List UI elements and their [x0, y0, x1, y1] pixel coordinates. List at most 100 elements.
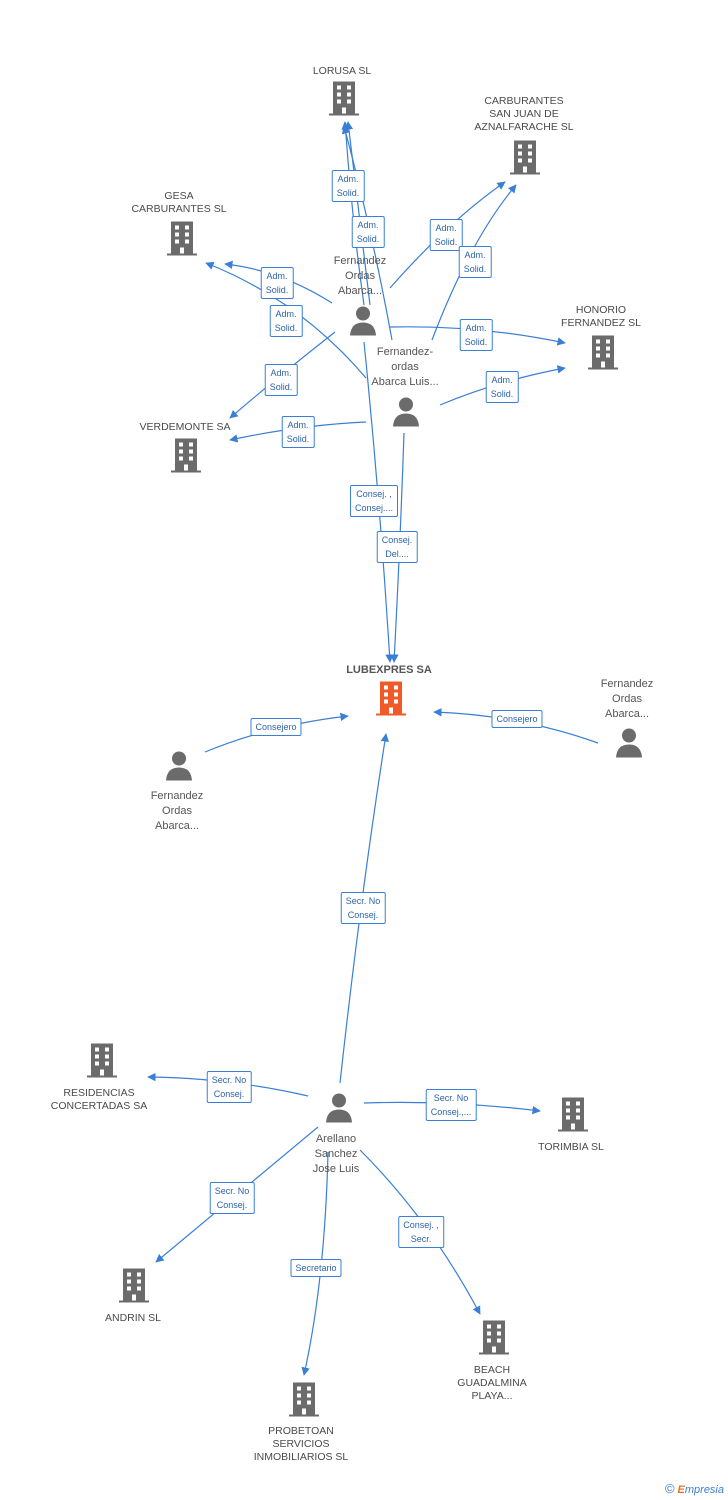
- company-label-line: FERNANDEZ SL: [561, 317, 641, 329]
- company-label-torimbia[interactable]: TORIMBIA SL: [538, 1141, 604, 1153]
- company-label-line: AZNALFARACHE SL: [474, 121, 574, 133]
- brand-footer[interactable]: ©Empresia: [665, 1481, 724, 1496]
- company-label-line: RESIDENCIAS: [63, 1087, 135, 1099]
- edge-label-line: Consej.: [216, 1200, 248, 1210]
- edge-label-line: Solid.: [434, 237, 458, 247]
- person-label-line: ordas: [391, 361, 419, 373]
- person-label-line: Ordas: [162, 805, 192, 817]
- company-label-residencias[interactable]: RESIDENCIAS CONCERTADAS SA: [51, 1087, 147, 1113]
- copyright-symbol: ©: [664, 1481, 675, 1496]
- building-icon[interactable]: [87, 1043, 117, 1083]
- company-label-line: CARBURANTES: [484, 95, 564, 107]
- edge-label-box[interactable]: Adm.Solid.: [281, 416, 315, 448]
- person-icon[interactable]: [392, 397, 420, 432]
- edge-label-line: Solid.: [490, 389, 514, 399]
- person-label-p2[interactable]: Fernandez- ordas Abarca Luis...: [371, 345, 438, 390]
- person-label-p5[interactable]: Arellano Sanchez Jose Luis: [313, 1132, 359, 1177]
- edge-label-box[interactable]: Consejero: [250, 718, 302, 736]
- company-label-verdemonte[interactable]: VERDEMONTE SA: [139, 421, 231, 433]
- edge-label-line: Adm.: [337, 174, 359, 184]
- edge-label-box[interactable]: Adm. Solid.: [458, 246, 492, 278]
- building-icon-highlight[interactable]: [376, 681, 406, 721]
- edge-label-line: Consej.,...: [430, 1107, 472, 1117]
- building-icon[interactable]: [479, 1320, 509, 1360]
- edge-label-box[interactable]: Secr. No Consej.: [340, 892, 386, 924]
- company-label-beach[interactable]: BEACH GUADALMINA PLAYA...: [457, 1364, 526, 1403]
- edge-label-box[interactable]: Adm.Solid.: [264, 364, 298, 396]
- edge-label-box[interactable]: Consejero: [491, 710, 543, 728]
- company-label-line: PROBETOAN: [268, 1425, 334, 1437]
- company-label-honorio[interactable]: HONORIO FERNANDEZ SL: [561, 304, 641, 330]
- edge-label-box[interactable]: Adm. Solid.: [485, 371, 519, 403]
- edge-label-line: Solid.: [269, 382, 293, 392]
- edge-label-box[interactable]: Consej.Del....: [376, 531, 418, 563]
- building-icon[interactable]: [510, 140, 540, 180]
- edge-label-box[interactable]: Adm.Solid.: [459, 319, 493, 351]
- edge-label-box[interactable]: Adm. Solid.: [429, 219, 463, 251]
- center-company-label[interactable]: LUBEXPRES SA: [346, 664, 432, 676]
- edge-label-box[interactable]: Secretario: [290, 1259, 342, 1277]
- building-icon[interactable]: [167, 221, 197, 261]
- edge-label-box[interactable]: Adm.Solid.: [351, 216, 385, 248]
- edge-label-line: Solid.: [464, 337, 488, 347]
- building-icon[interactable]: [119, 1268, 149, 1308]
- person-label-line: Arellano: [315, 1133, 357, 1145]
- edge-label-line: Consej.: [347, 910, 379, 920]
- company-label-andrin[interactable]: ANDRIN SL: [104, 1312, 162, 1324]
- edge-label-line: Solid.: [286, 434, 310, 444]
- edge-label-line: Adm.: [266, 271, 288, 281]
- building-icon[interactable]: [588, 335, 618, 375]
- edge-label-line: Consejero: [496, 714, 538, 724]
- edge-label-box[interactable]: Consej. , Secr.: [398, 1216, 444, 1248]
- person-label-line: Fernandez: [150, 790, 204, 802]
- edge-label-line: Adm.: [435, 223, 457, 233]
- building-icon[interactable]: [558, 1097, 588, 1137]
- person-icon[interactable]: [165, 751, 193, 786]
- person-icon[interactable]: [615, 728, 643, 763]
- edge-label-box[interactable]: Consej. ,Consej....: [349, 485, 399, 517]
- edge-label-line: Secr.: [410, 1234, 432, 1244]
- building-icon[interactable]: [171, 438, 201, 478]
- company-label-line: HONORIO: [575, 304, 627, 316]
- person-label-p4[interactable]: Fernandez Ordas Abarca...: [601, 677, 654, 722]
- edge-label-line: Consejero: [255, 722, 297, 732]
- edge-label-box[interactable]: Adm.Solid.: [331, 170, 365, 202]
- company-label-carburantes-sj[interactable]: CARBURANTES SAN JUAN DE AZNALFARACHE SL: [474, 95, 573, 134]
- brand-initial: E: [677, 1484, 685, 1496]
- person-icon[interactable]: [349, 306, 377, 341]
- edge-label-line: Consej....: [354, 503, 394, 513]
- edge-label-line: Adm.: [464, 250, 486, 260]
- person-label-line: Sanchez: [314, 1148, 358, 1160]
- company-label-line: CONCERTADAS SA: [50, 1100, 148, 1112]
- company-label-line: INMOBILIARIOS SL: [253, 1451, 349, 1463]
- edge-label-line: Adm.: [491, 375, 513, 385]
- person-label-line: Fernandez: [333, 255, 387, 267]
- company-label-probetoan[interactable]: PROBETOAN SERVICIOS INMOBILIARIOS SL: [254, 1425, 349, 1464]
- person-label-line: Fernandez-: [376, 346, 434, 358]
- building-icon[interactable]: [289, 1382, 319, 1422]
- edge-label-box[interactable]: Secr. No Consej.: [209, 1182, 255, 1214]
- brand-name: mpresia: [684, 1484, 724, 1496]
- person-label-line: Jose Luis: [312, 1163, 360, 1175]
- edge-label-line: Consej. ,: [403, 1220, 439, 1230]
- person-label-line: Fernandez: [600, 678, 654, 690]
- company-label-lorusa[interactable]: LORUSA SL: [312, 65, 372, 77]
- person-icon[interactable]: [325, 1093, 353, 1128]
- company-label-line: CARBURANTES SL: [131, 203, 227, 215]
- edge-label-line: Solid.: [463, 264, 487, 274]
- edge-label-line: Secr. No: [433, 1093, 469, 1103]
- person-label-p1[interactable]: Fernandez Ordas Abarca...: [334, 254, 387, 299]
- person-label-line: Ordas: [612, 693, 642, 705]
- edge-label-line: Secr. No: [345, 896, 381, 906]
- edge-label-box[interactable]: Adm.Solid.: [260, 267, 294, 299]
- edge-label-box[interactable]: Adm.Solid.: [269, 305, 303, 337]
- edge-label-line: Secretario: [295, 1263, 337, 1273]
- edge-label-line: Adm.: [275, 309, 297, 319]
- building-icon[interactable]: [329, 81, 359, 121]
- edge-label-line: Secr. No: [214, 1186, 250, 1196]
- edge-label-line: Consej.: [213, 1089, 245, 1099]
- edge-label-box[interactable]: Secr. No Consej.,...: [425, 1089, 477, 1121]
- company-label-gesa[interactable]: GESA CARBURANTES SL: [131, 190, 226, 216]
- person-label-p3[interactable]: Fernandez Ordas Abarca...: [151, 789, 204, 834]
